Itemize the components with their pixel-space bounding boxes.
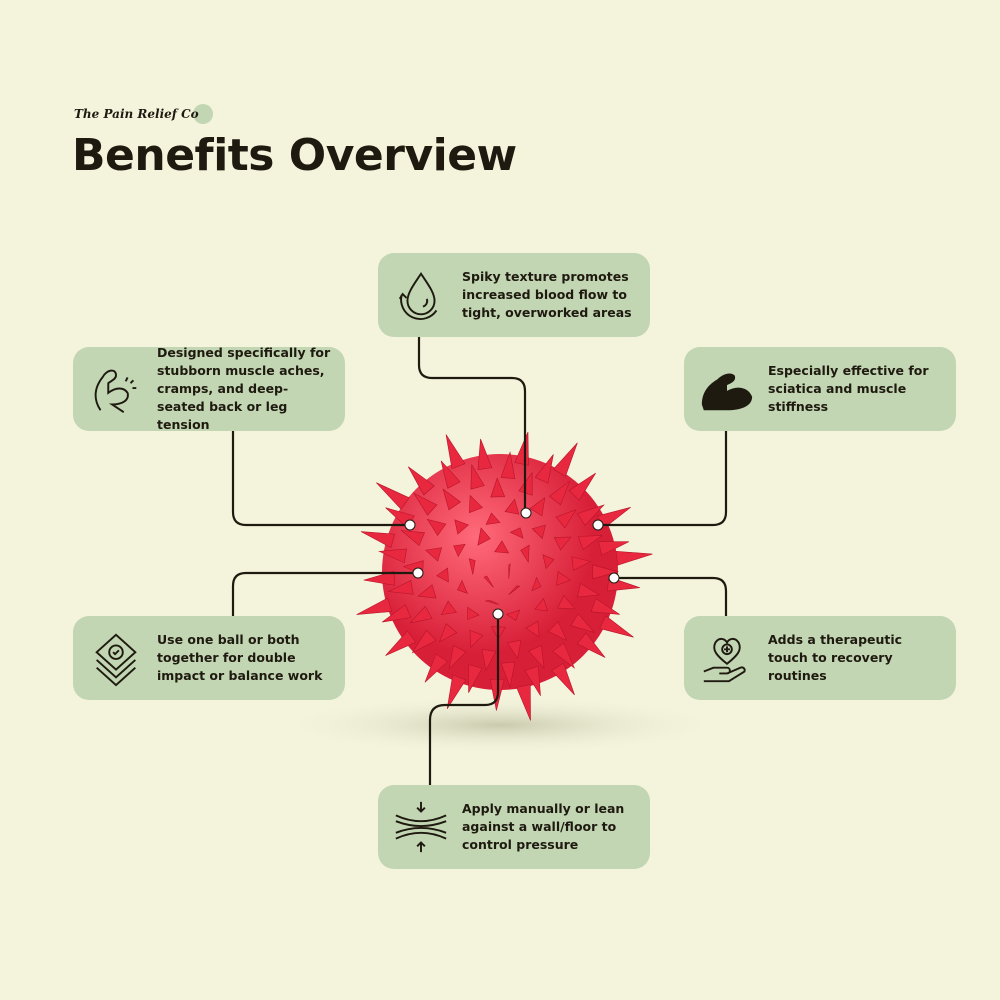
- connector-bottom: [428, 614, 500, 785]
- logo-text: The Pain Relief Co: [74, 107, 199, 121]
- benefit-card-therapeutic: Adds a therapeutic touch to recovery rou…: [684, 616, 956, 700]
- page-title: Benefits Overview: [72, 130, 517, 181]
- benefit-card-double-impact: Use one ball or both together for double…: [73, 616, 345, 700]
- benefit-text: Designed specifically for stubborn muscl…: [157, 345, 331, 432]
- connector-dots: [404, 507, 620, 620]
- connector-right-top: [598, 431, 728, 527]
- benefit-card-blood-flow: Spiky texture promotes increased blood f…: [378, 253, 650, 337]
- flexed-arm-outline-icon: [94, 369, 137, 414]
- benefit-card-pressure: Apply manually or lean against a wall/fl…: [378, 785, 650, 869]
- connector-lines: [231, 336, 728, 785]
- connector-top: [417, 336, 527, 513]
- blood-drop-icon: [398, 271, 438, 320]
- flexed-arm-solid-icon: [701, 373, 753, 411]
- brand-logo: The Pain Relief Co: [74, 104, 213, 124]
- benefit-text: Apply manually or lean against a wall/fl…: [462, 801, 625, 852]
- pressure-icon: [395, 801, 447, 853]
- benefit-text: Use one ball or both together for double…: [157, 632, 323, 683]
- spiky-massage-ball: [356, 431, 653, 721]
- benefit-text: Adds a therapeutic touch to recovery rou…: [768, 632, 903, 683]
- heart-hand-icon: [703, 637, 746, 683]
- ball-shadow: [270, 695, 730, 755]
- benefit-text: Especially effective for sciatica and mu…: [768, 363, 929, 414]
- connector-right-bottom: [614, 576, 728, 616]
- benefit-card-muscle-aches: Designed specifically for stubborn muscl…: [73, 345, 345, 432]
- connector-left-top: [231, 431, 410, 527]
- benefit-text: Spiky texture promotes increased blood f…: [462, 269, 632, 320]
- layers-check-icon: [95, 633, 137, 687]
- benefit-card-sciatica: Especially effective for sciatica and mu…: [684, 347, 956, 431]
- connector-left-bottom: [231, 571, 418, 616]
